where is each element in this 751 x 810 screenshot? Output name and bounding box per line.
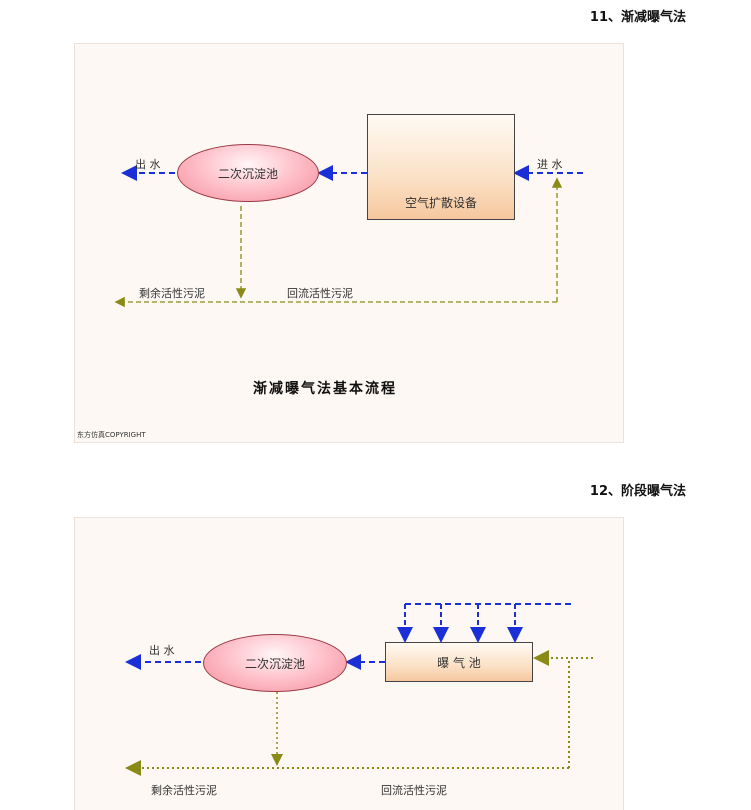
outlet-label: 出 水 <box>135 158 161 171</box>
diagram-panel-1: 二次沉淀池 空气扩散设备 进 水 出 水 回流活性污泥 剩余活性污泥 渐减曝气法… <box>74 43 624 443</box>
step-feed-drops <box>397 604 523 643</box>
secondary-clarifier-1: 二次沉淀池 <box>177 144 319 202</box>
return-sludge-label: 回流活性污泥 <box>287 287 353 300</box>
inlet-label: 进 水 <box>537 158 563 171</box>
secondary-clarifier-2: 二次沉淀池 <box>203 634 347 692</box>
flow-lines-2 <box>125 603 593 776</box>
aeration-tank: 曝 气 池 <box>385 642 533 682</box>
diagram-panel-2: 二次沉淀池 曝 气 池 出 水 剩余活性污泥 回流活性污泥 <box>74 517 624 810</box>
section-title-2: 12、阶段曝气法 <box>589 484 686 499</box>
section-title-1: 11、渐减曝气法 <box>589 10 686 25</box>
excess-sludge-label: 剩余活性污泥 <box>139 287 205 300</box>
secondary-clarifier-label: 二次沉淀池 <box>217 166 278 181</box>
air-diffuser-label: 空气扩散设备 <box>404 196 477 210</box>
outlet-label-2: 出 水 <box>149 644 175 657</box>
copyright-label: 东方仿真COPYRIGHT <box>77 431 146 439</box>
return-sludge-label-2: 回流活性污泥 <box>381 784 447 797</box>
secondary-clarifier-label-2: 二次沉淀池 <box>244 656 305 671</box>
aeration-tank-label: 曝 气 池 <box>437 655 481 670</box>
excess-sludge-label-2: 剩余活性污泥 <box>151 784 217 797</box>
air-diffuser-tank: 空气扩散设备 <box>367 114 515 220</box>
diagram-caption-1: 渐减曝气法基本流程 <box>253 381 397 397</box>
